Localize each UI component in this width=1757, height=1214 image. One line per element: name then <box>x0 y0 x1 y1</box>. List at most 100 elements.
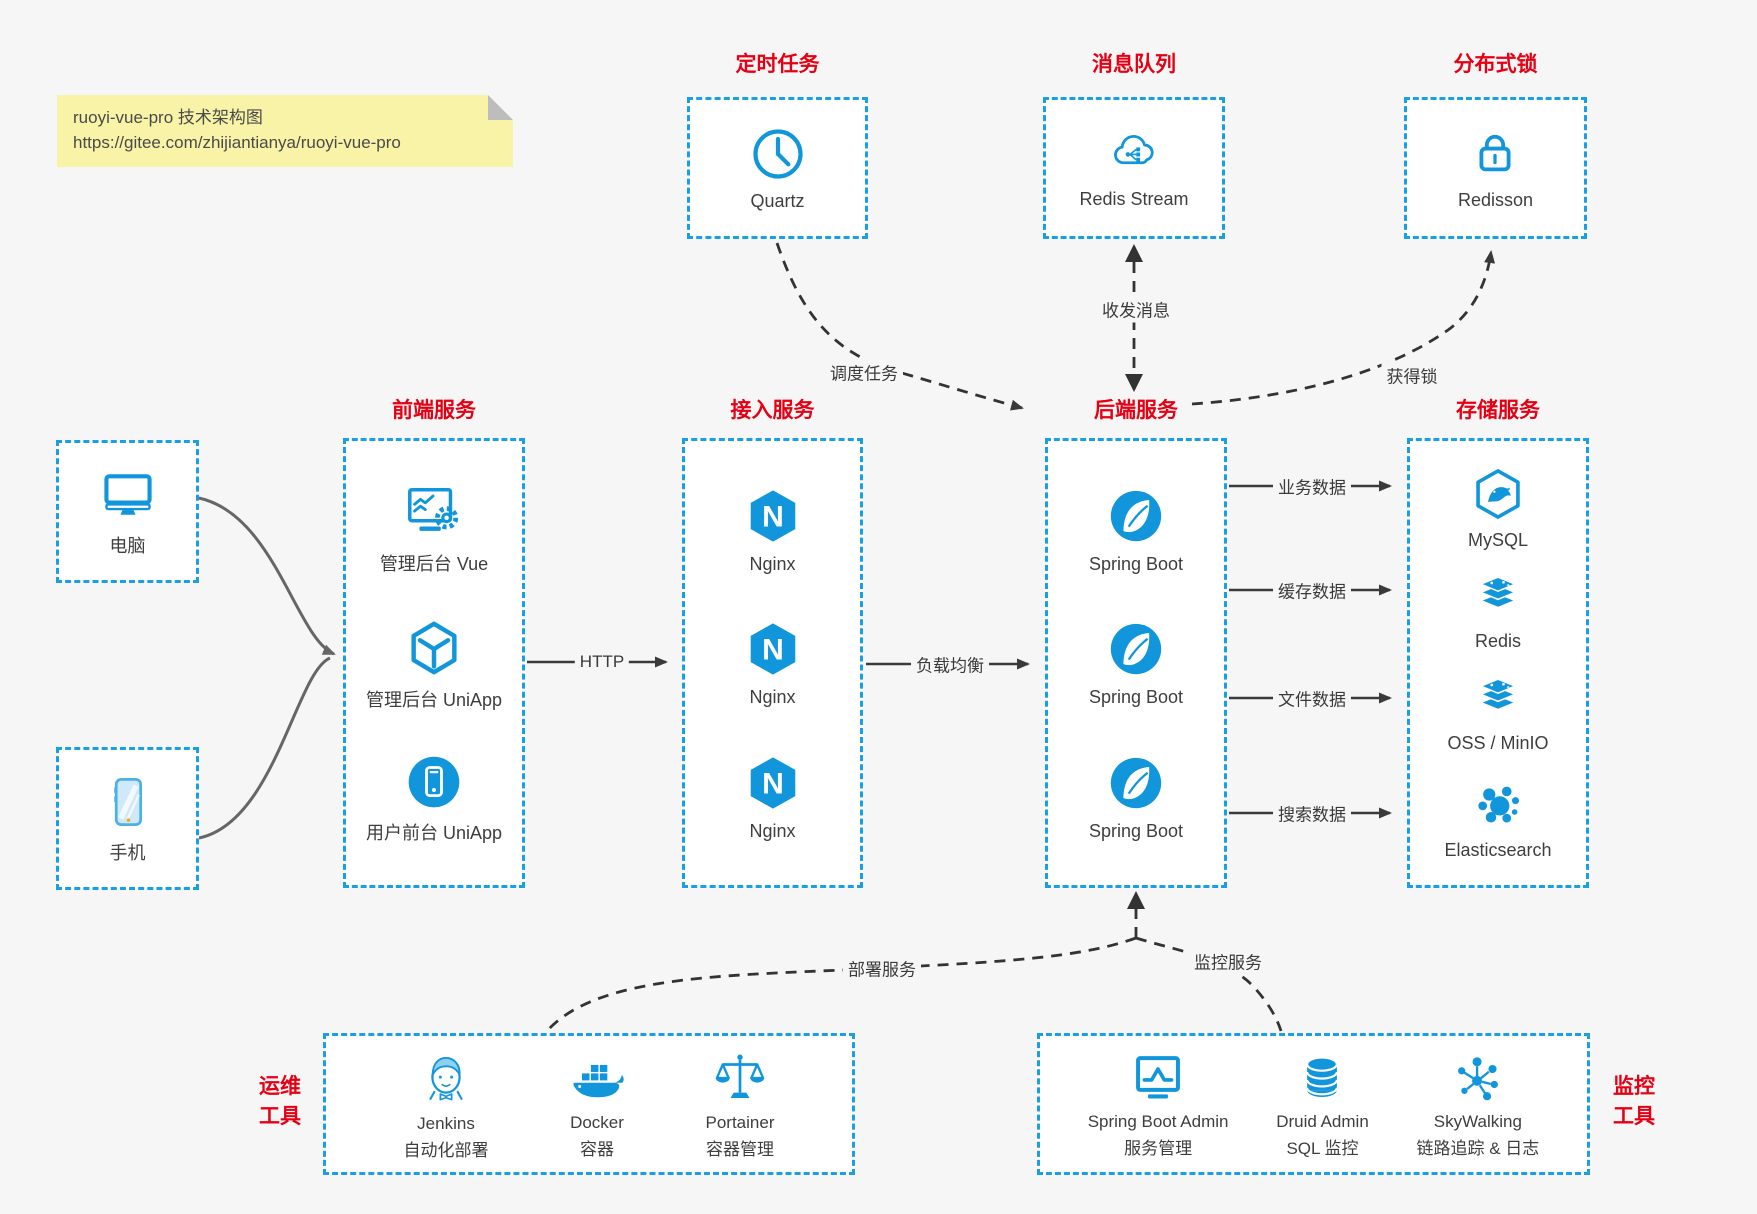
oss-minio-label: OSS / MinIO <box>1447 732 1549 753</box>
admin-vue-icon <box>403 481 465 543</box>
druid-admin-node: Druid Admin SQL 监控 <box>1276 1050 1369 1159</box>
oss-minio-node: OSS / MinIO <box>1447 676 1549 754</box>
edge-label-cache-data: 缓存数据 <box>1273 576 1351 604</box>
nginx-icon <box>742 485 804 547</box>
nginx-icon <box>742 618 804 680</box>
oss-icon <box>1469 676 1527 726</box>
nginx-label-1: Nginx <box>749 553 796 574</box>
nginx-node-3: Nginx <box>742 752 804 842</box>
admin-uniapp-node: 管理后台 UniApp <box>366 617 502 712</box>
jenkins-label: Jenkins <box>417 1113 475 1133</box>
nginx-label-3: Nginx <box>749 820 796 841</box>
backend-services-box: Spring Boot Spring Boot Spring Boot <box>1045 438 1227 888</box>
title-scheduled-tasks: 定时任务 <box>735 53 820 76</box>
title-backend-services: 后端服务 <box>1094 399 1178 422</box>
elasticsearch-node: Elasticsearch <box>1444 777 1552 861</box>
jenkins-icon <box>416 1048 476 1110</box>
mysql-label: MySQL <box>1467 529 1528 550</box>
elasticsearch-icon <box>1470 777 1526 833</box>
redisson-node: Redisson <box>1458 125 1533 211</box>
edge-label-search-data: 搜索数据 <box>1273 799 1351 827</box>
monitoring-tools-side-label: 监控 工具 <box>1596 1072 1672 1132</box>
docker-sub-label: 容器 <box>579 1139 614 1159</box>
skywalking-node: SkyWalking 链路追踪 & 日志 <box>1416 1050 1539 1159</box>
spring-boot-node-1: Spring Boot <box>1089 485 1183 575</box>
title-frontend-services: 前端服务 <box>392 399 476 422</box>
admin-uniapp-label: 管理后台 UniApp <box>365 689 503 710</box>
admin-vue-node: 管理后台 Vue <box>380 481 488 576</box>
edge-label-deploy-service: 部署服务 <box>843 954 921 982</box>
edge-label-send-receive-message: 收发消息 <box>1097 295 1175 323</box>
edge-label-schedule-task: 调度任务 <box>825 358 903 386</box>
quartz-label: Quartz <box>750 191 805 211</box>
pc-client-box: 电脑 <box>56 440 199 583</box>
portainer-node: Portainer 容器管理 <box>705 1049 775 1160</box>
edge-label-acquire-lock: 获得锁 <box>1381 361 1443 389</box>
frontend-services-box: 管理后台 Vue 管理后台 UniApp 用户前台 UniApp <box>343 438 525 888</box>
mysql-icon <box>1469 465 1527 523</box>
spring-boot-icon <box>1105 752 1167 814</box>
druid-admin-label: Druid Admin <box>1276 1111 1369 1131</box>
druid-admin-sub-label: SQL 监控 <box>1286 1138 1359 1158</box>
smartphone-icon <box>99 772 157 832</box>
pc-client-label: 电脑 <box>109 536 146 556</box>
portainer-sub-label: 容器管理 <box>705 1139 774 1159</box>
spring-boot-admin-sub-label: 服务管理 <box>1124 1138 1193 1158</box>
user-uniapp-node: 用户前台 UniApp <box>366 752 502 845</box>
spring-boot-admin-icon <box>1129 1050 1187 1108</box>
nginx-node-2: Nginx <box>742 618 804 708</box>
edge-label-load-balance: 负载均衡 <box>911 650 989 678</box>
monitoring-tools-box: Spring Boot Admin 服务管理 Druid Admin SQL 监… <box>1037 1033 1590 1175</box>
admin-vue-label: 管理后台 Vue <box>379 554 489 575</box>
jenkins-node: Jenkins 自动化部署 <box>404 1048 489 1161</box>
clock-icon <box>748 124 808 184</box>
spring-boot-admin-node: Spring Boot Admin 服务管理 <box>1088 1050 1229 1159</box>
skywalking-icon <box>1449 1050 1507 1108</box>
edge-clients-to-frontend <box>198 496 336 840</box>
title-gateway-services: 接入服务 <box>730 399 815 422</box>
quartz-box: Quartz <box>687 97 868 239</box>
title-storage-services: 存储服务 <box>1456 399 1540 422</box>
mysql-node: MySQL <box>1468 465 1528 551</box>
spring-boot-label-2: Spring Boot <box>1088 687 1184 707</box>
edge-label-http: HTTP <box>574 651 630 673</box>
spring-boot-icon <box>1105 618 1167 680</box>
title-distributed-lock: 分布式锁 <box>1453 53 1538 76</box>
gateway-services-box: Nginx Nginx Nginx <box>682 438 863 888</box>
portainer-label: Portainer <box>705 1112 775 1132</box>
mobile-client-label: 手机 <box>109 843 146 863</box>
spring-boot-node-3: Spring Boot <box>1089 752 1183 842</box>
redis-icon <box>1469 574 1527 624</box>
redis-label: Redis <box>1474 631 1522 652</box>
ops-tools-line1: 运维 <box>259 1075 301 1098</box>
note-title: ruoyi-vue-pro 技术架构图 <box>73 108 263 127</box>
edge-label-file-data: 文件数据 <box>1273 684 1351 712</box>
title-message-queue: 消息队列 <box>1092 53 1176 76</box>
nginx-label-2: Nginx <box>749 687 796 707</box>
skywalking-label: SkyWalking <box>1433 1111 1522 1131</box>
sticky-note: ruoyi-vue-pro 技术架构图 https://gitee.com/zh… <box>57 95 513 167</box>
elasticsearch-label: Elasticsearch <box>1444 840 1552 861</box>
redis-stream-node: Redis Stream <box>1079 126 1189 210</box>
storage-services-box: MySQL Redis OSS / MinIO Elasticsearch <box>1407 438 1589 888</box>
cloud-stream-icon <box>1103 126 1165 182</box>
lock-icon <box>1466 125 1524 183</box>
mobile-client-node: 手机 <box>99 772 157 865</box>
monitoring-tools-line1: 监控 <box>1613 1075 1655 1098</box>
spring-boot-icon <box>1105 485 1167 547</box>
ops-tools-box: Jenkins 自动化部署 Docker 容器 Portainer 容器管理 <box>323 1033 855 1175</box>
redis-stream-label: Redis Stream <box>1079 189 1189 209</box>
spring-boot-node-2: Spring Boot <box>1089 618 1183 708</box>
redisson-label: Redisson <box>1457 190 1534 210</box>
edge-label-business-data: 业务数据 <box>1273 472 1351 500</box>
monitoring-tools-line2: 工具 <box>1613 1105 1655 1128</box>
docker-node: Docker 容器 <box>566 1049 628 1160</box>
nginx-node-1: Nginx <box>742 485 804 575</box>
docker-icon <box>566 1049 628 1109</box>
ops-tools-line2: 工具 <box>259 1105 301 1128</box>
mobile-client-box: 手机 <box>56 747 199 890</box>
edge-straight-arrows <box>527 480 1392 819</box>
quartz-node: Quartz <box>748 124 808 212</box>
portainer-icon <box>711 1049 769 1109</box>
